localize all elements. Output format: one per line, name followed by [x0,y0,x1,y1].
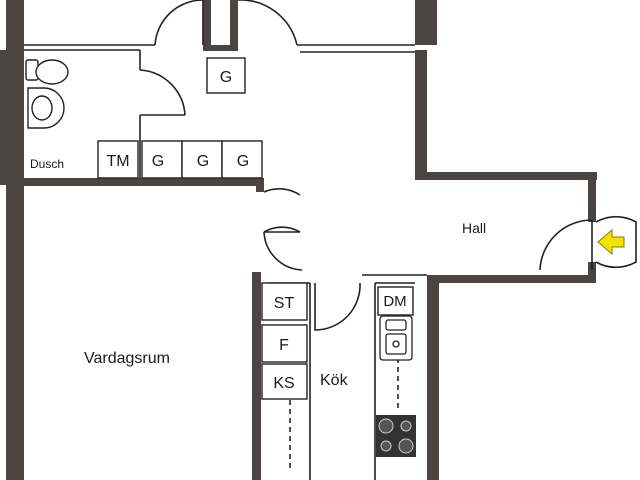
fixture-label-f: F [279,337,289,354]
entrance-arrow-icon [597,228,625,256]
fixture-label-g2: G [197,153,209,170]
fixture-label-dm: DM [383,293,406,310]
fixture-boxes [97,57,414,400]
room-label-kok: Kök [320,372,349,389]
fixture-label-g-top: G [220,69,232,86]
fixture-label-g3: G [237,153,249,170]
fixture-label-tm: TM [106,153,129,170]
toilet-icon [25,59,69,85]
room-label-hall: Hall [462,220,486,236]
walls [0,0,597,480]
stove-icon [376,415,416,457]
room-label-dusch: Dusch [30,157,64,171]
washbasin-icon [27,87,65,129]
fixture-label-ks: KS [273,375,294,392]
sink-icon [379,315,413,361]
partitions [24,0,637,480]
room-label-vardagsrum: Vardagsrum [84,350,170,367]
fixture-label-st: ST [274,295,295,312]
fixture-label-g1: G [152,153,164,170]
